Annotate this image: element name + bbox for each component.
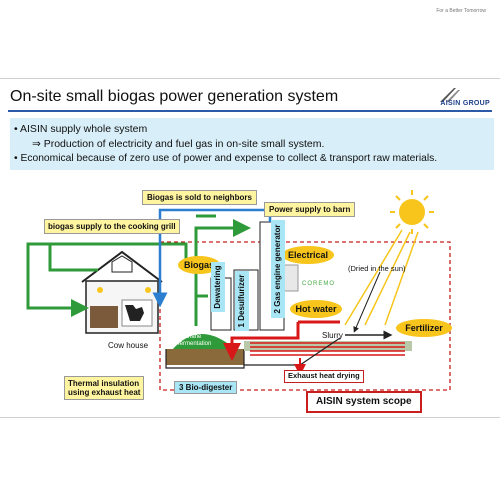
label-dried: (Dried in the sun) — [348, 264, 406, 273]
page-title: On-site small biogas power generation sy… — [10, 88, 339, 105]
sun-icon — [390, 190, 434, 234]
title-rule — [8, 110, 492, 112]
label-exhaust-drying: Exhaust heat drying — [284, 370, 364, 383]
label-biogas-sold: Biogas is sold to neighbors — [142, 190, 257, 206]
label-methane: Methane — [178, 334, 202, 340]
bubble-biogas: Biogas — [178, 256, 220, 274]
bubble-electrical: Electrical — [282, 246, 334, 264]
bubble-fertilizer: Fertilizer — [396, 319, 452, 337]
cow-house-icon — [81, 250, 163, 334]
aisin-logo-icon — [440, 88, 460, 102]
bullet-line-3: • Economical because of zero use of powe… — [14, 153, 438, 164]
label-thermal-insulation: Thermal insulation using exhaust heat — [64, 376, 145, 401]
label-dewatering: Dewatering — [211, 262, 225, 312]
label-thermal-line2: using exhaust heat — [68, 388, 141, 398]
flow-to-neighbors — [194, 219, 251, 326]
corner-tagline: For a Better Tomorrow — [436, 8, 486, 14]
label-coremo: COREMO — [302, 281, 335, 287]
flow-hot-water — [223, 322, 300, 361]
bubble-hot-water: Hot water — [290, 300, 342, 318]
label-cooking-grill: biogas supply to the cooking grill — [44, 219, 180, 235]
top-margin: For a Better Tomorrow — [0, 0, 500, 79]
label-fermentation: fermentation — [178, 341, 212, 347]
bullet-line-2: ⇒ Production of electricity and fuel gas… — [32, 138, 325, 150]
brand-name: AISIN GROUP — [440, 100, 490, 107]
label-system-scope: AISIN system scope — [306, 391, 422, 413]
label-power-barn: Power supply to barn — [264, 202, 356, 218]
label-slurry: Slurry — [322, 331, 343, 340]
digester-dome-icon — [172, 334, 236, 350]
bottom-margin — [0, 417, 500, 501]
label-gas-engine: 2 Gas engine generator — [271, 220, 285, 318]
system-scope-border — [159, 241, 451, 391]
label-thermal-line1: Thermal insulation — [68, 379, 140, 388]
label-cow-house: Cow house — [108, 341, 149, 350]
bullet-panel: • AISIN supply whole system ⇒ Production… — [10, 118, 494, 170]
label-desulfurizer: 1 Desulfurizer — [235, 271, 249, 331]
bullet-line-1: • AISIN supply whole system — [14, 123, 148, 135]
label-bio-digester: 3 Bio-digester — [174, 381, 238, 395]
